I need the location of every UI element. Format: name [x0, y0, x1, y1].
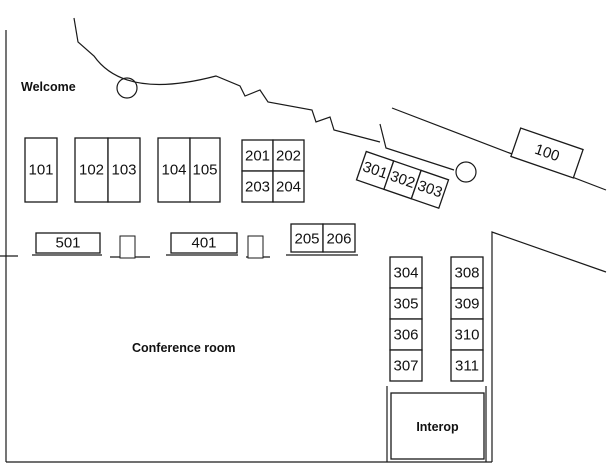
booth-104-label: 104: [161, 162, 186, 179]
booth-206-label: 206: [326, 231, 351, 248]
booth-202[interactable]: 202: [272, 139, 305, 172]
booth-310[interactable]: 310: [450, 318, 484, 351]
booth-203-label: 203: [245, 179, 270, 196]
booth-201[interactable]: 201: [241, 139, 274, 172]
booth-206[interactable]: 206: [322, 223, 356, 253]
booth-307-label: 307: [393, 358, 418, 375]
booth-306[interactable]: 306: [389, 318, 423, 351]
corridor-wall-lower: [379, 123, 455, 171]
interop-area[interactable]: Interop: [390, 392, 485, 460]
booth-401[interactable]: 401: [170, 232, 238, 254]
entrance-curve-wall: [73, 17, 381, 143]
pillar-left: [116, 77, 138, 99]
booth-103[interactable]: 103: [107, 137, 141, 203]
booth-310-label: 310: [454, 327, 479, 344]
booth-306-label: 306: [393, 327, 418, 344]
booth-309[interactable]: 309: [450, 287, 484, 320]
booth-311-label: 311: [455, 358, 479, 375]
booth-103-label: 103: [111, 162, 136, 179]
booth-202-label: 202: [276, 148, 301, 165]
booth-101-label: 101: [28, 162, 53, 179]
booth-401-label: 401: [191, 235, 216, 252]
booth-301[interactable]: 301: [355, 150, 395, 191]
booth-204[interactable]: 204: [272, 170, 305, 203]
conference-room-label: Conference room: [132, 341, 236, 355]
booth-501-label: 501: [55, 235, 80, 252]
booth-309-label: 309: [454, 296, 479, 313]
booth-305-label: 305: [393, 296, 418, 313]
booth-101[interactable]: 101: [24, 137, 58, 203]
booth-305[interactable]: 305: [389, 287, 423, 320]
booth-311[interactable]: 311: [450, 349, 484, 382]
booth-501[interactable]: 501: [35, 232, 101, 254]
booth-104[interactable]: 104: [157, 137, 191, 203]
booth-100[interactable]: 100: [510, 127, 584, 179]
right-lower-wall: [491, 231, 607, 462]
interop-label: Interop: [416, 420, 459, 434]
booth-307[interactable]: 307: [389, 349, 423, 382]
pillar-right: [455, 161, 477, 183]
booth-204-label: 204: [276, 179, 301, 196]
booth-304-label: 304: [393, 265, 418, 282]
door-left: [119, 235, 136, 259]
door-right: [247, 235, 264, 259]
welcome-label: Welcome: [21, 80, 76, 94]
booth-302[interactable]: 302: [383, 160, 422, 200]
booth-205[interactable]: 205: [290, 223, 324, 253]
booth-105-label: 105: [192, 162, 217, 179]
booth-102-label: 102: [79, 162, 104, 179]
booth-308-label: 308: [454, 265, 479, 282]
booth-201-label: 201: [245, 148, 270, 165]
booth-303[interactable]: 303: [410, 169, 450, 210]
booth-102[interactable]: 102: [74, 137, 109, 203]
booth-308[interactable]: 308: [450, 256, 484, 289]
booth-row-301-303: 301 302 303: [355, 150, 450, 210]
booth-105[interactable]: 105: [189, 137, 221, 203]
booth-205-label: 205: [294, 231, 319, 248]
booth-304[interactable]: 304: [389, 256, 423, 289]
booth-203[interactable]: 203: [241, 170, 274, 203]
